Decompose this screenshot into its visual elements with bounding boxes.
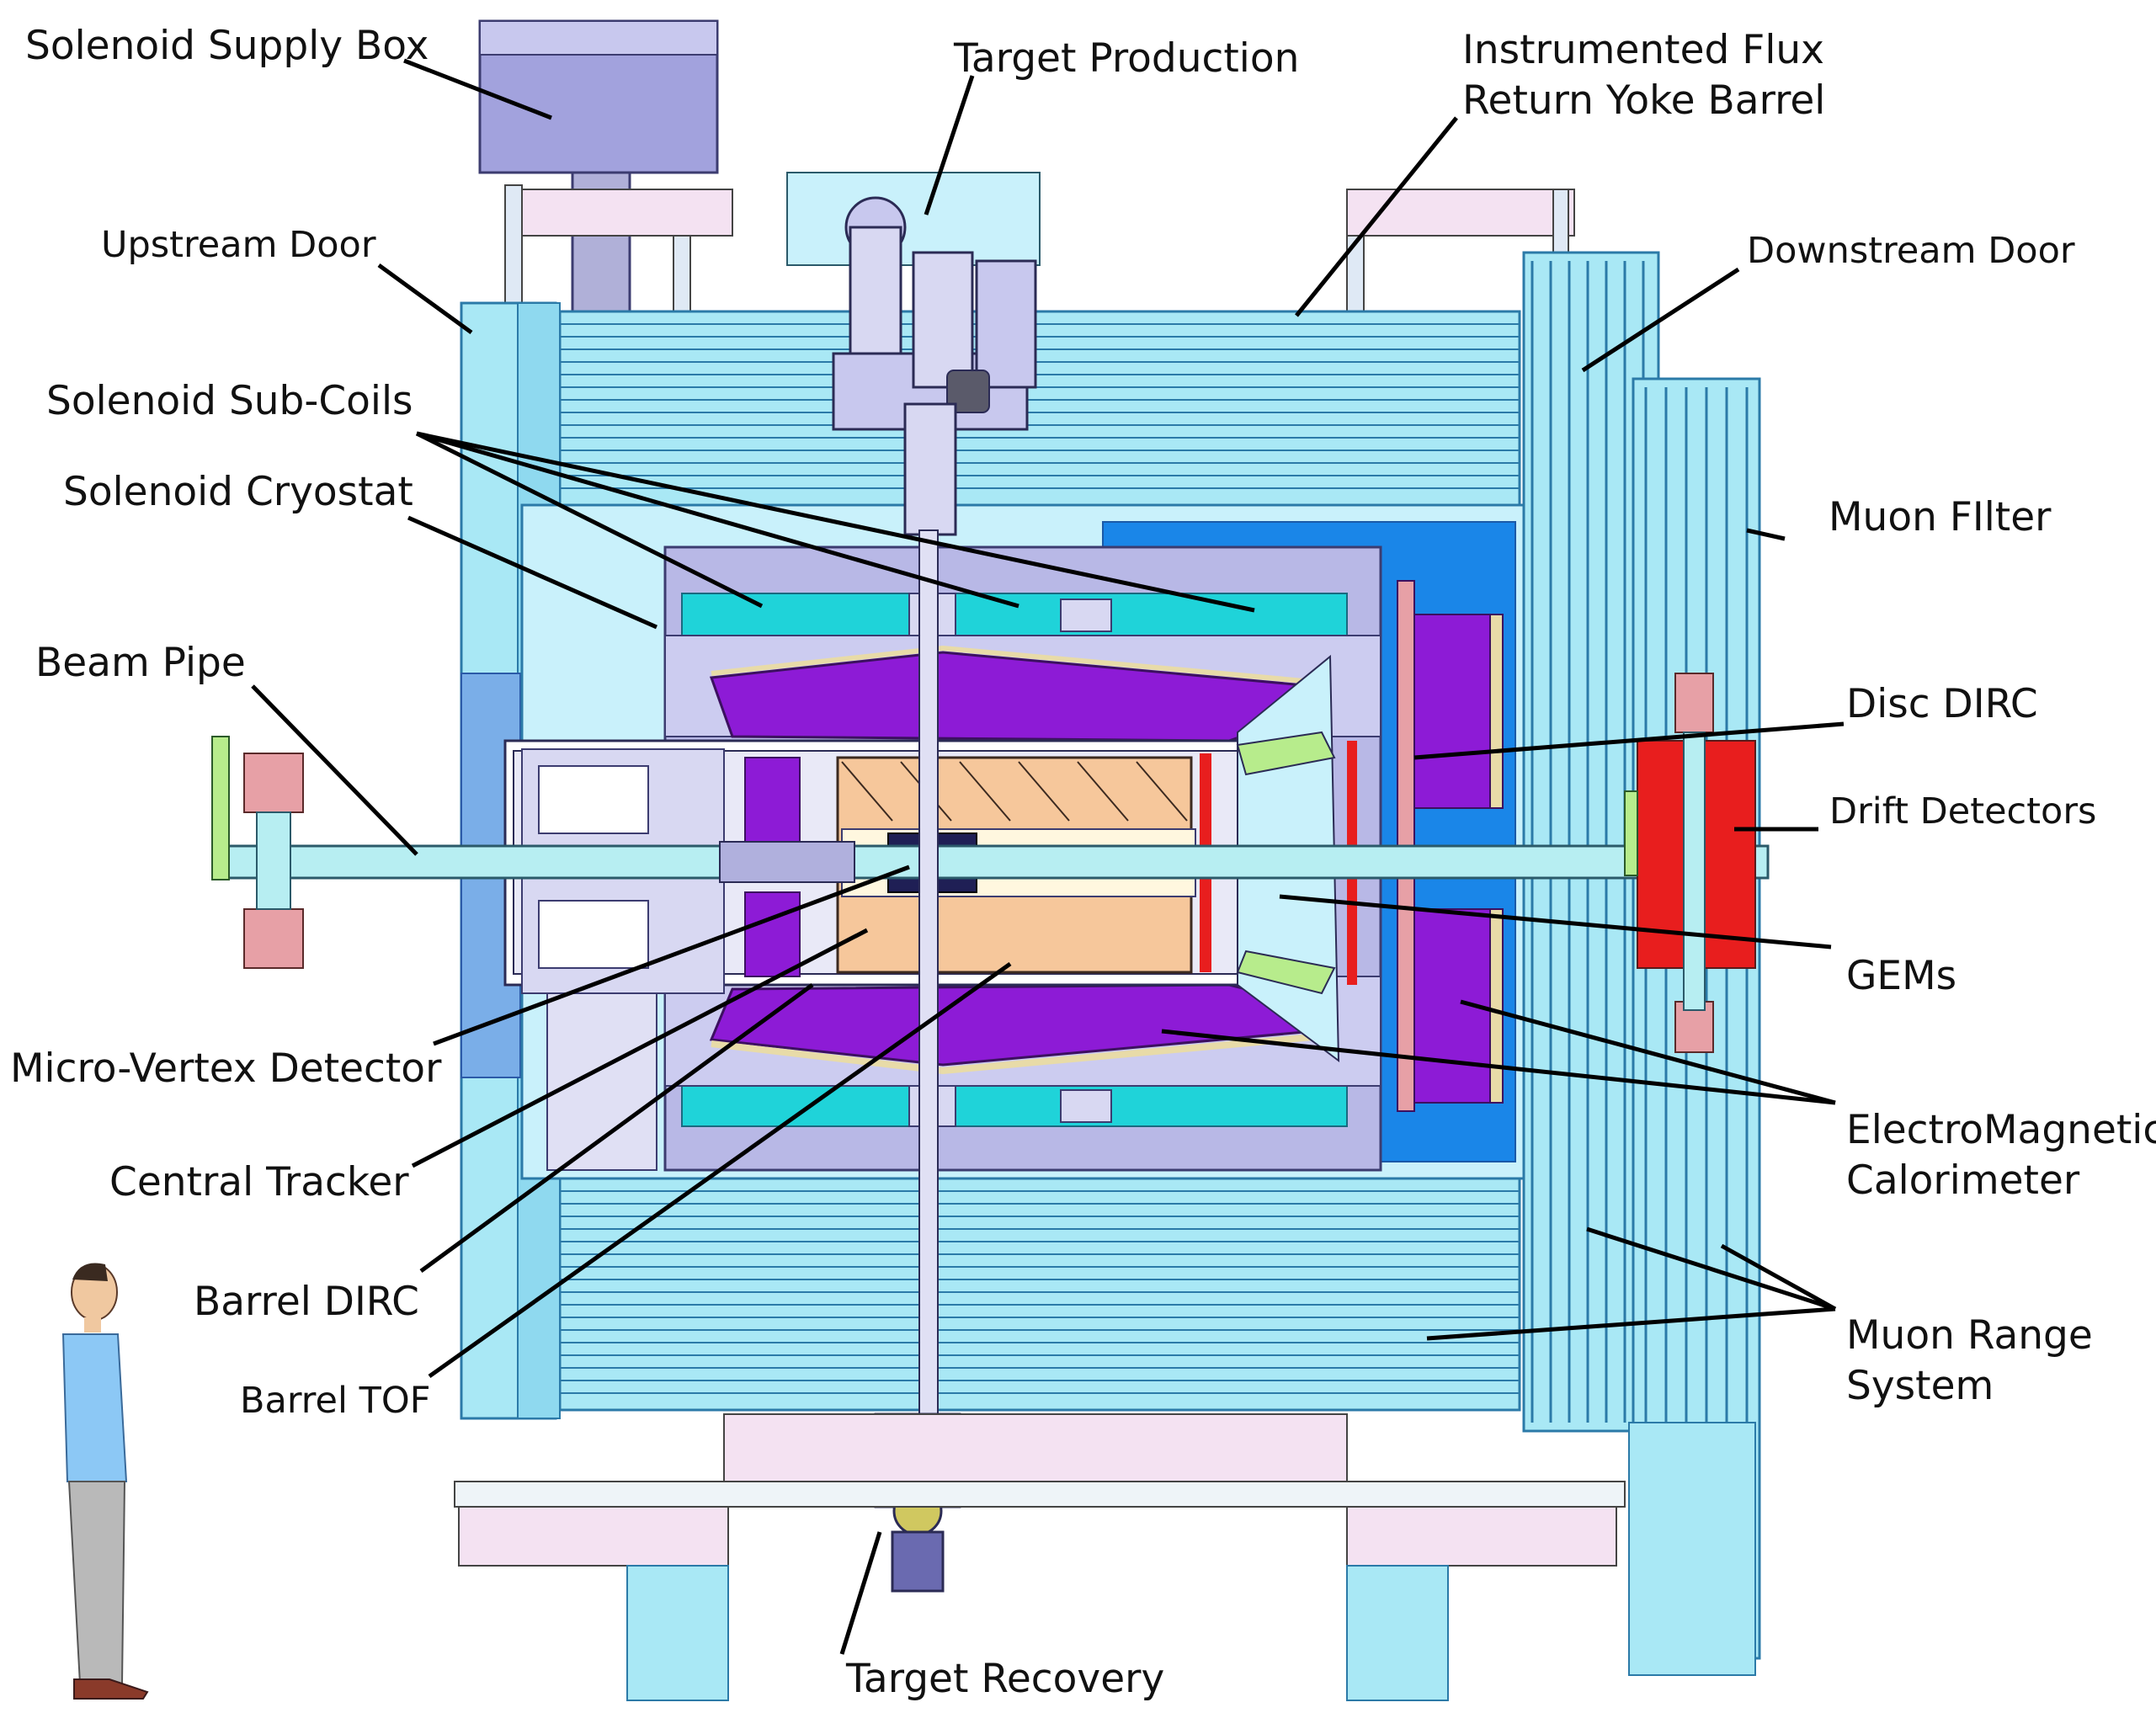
label-barrel-tof: Barrel TOF	[240, 1380, 430, 1422]
label-disc-dirc: Disc DIRC	[1846, 681, 2038, 727]
bottom-supports	[454, 1413, 1756, 1701]
label-muon-range-line1: Muon Range	[1846, 1312, 2093, 1359]
label-target-production: Target Production	[953, 35, 1299, 82]
target-production-assembly	[786, 172, 1041, 536]
label-target-recovery: Target Recovery	[845, 1656, 1164, 1702]
drift-detectors	[1624, 673, 1756, 1053]
label-beam-pipe: Beam Pipe	[35, 640, 246, 686]
leader-lines	[251, 58, 1845, 1655]
yoke-barrel-bottom	[558, 1177, 1521, 1412]
label-barrel-dirc: Barrel DIRC	[194, 1279, 419, 1325]
upstream-beam-cross	[211, 736, 304, 969]
label-solenoid-cryostat: Solenoid Cryostat	[63, 469, 413, 515]
label-downstream-door: Downstream Door	[1747, 230, 2075, 272]
label-gems: GEMs	[1846, 953, 1956, 999]
label-drift-detectors: Drift Detectors	[1829, 790, 2096, 833]
person-icon	[61, 1263, 149, 1700]
label-muon-range-line2: System	[1846, 1363, 1994, 1409]
label-flux-return-line2: Return Yoke Barrel	[1462, 77, 1825, 124]
label-upstream-door: Upstream Door	[101, 224, 376, 266]
label-muon-filter: Muon FIlter	[1829, 494, 2052, 540]
label-micro-vertex-detector: Micro-Vertex Detector	[10, 1045, 442, 1092]
label-solenoid-supply-box: Solenoid Supply Box	[25, 23, 429, 69]
label-emc-line2: Calorimeter	[1846, 1157, 2080, 1204]
labels: Solenoid Supply Box Target Production In…	[10, 23, 2156, 1702]
label-central-tracker: Central Tracker	[109, 1159, 409, 1205]
beam-pipe	[226, 841, 1770, 883]
label-solenoid-sub-coils: Solenoid Sub-Coils	[46, 378, 413, 424]
label-emc-line1: ElectroMagnetic	[1846, 1107, 2156, 1153]
label-flux-return-line1: Instrumented Flux	[1462, 27, 1824, 73]
yoke-barrel-top	[558, 310, 1521, 507]
detector-drawing	[211, 19, 1770, 1701]
barrel-emc	[709, 645, 1315, 1075]
